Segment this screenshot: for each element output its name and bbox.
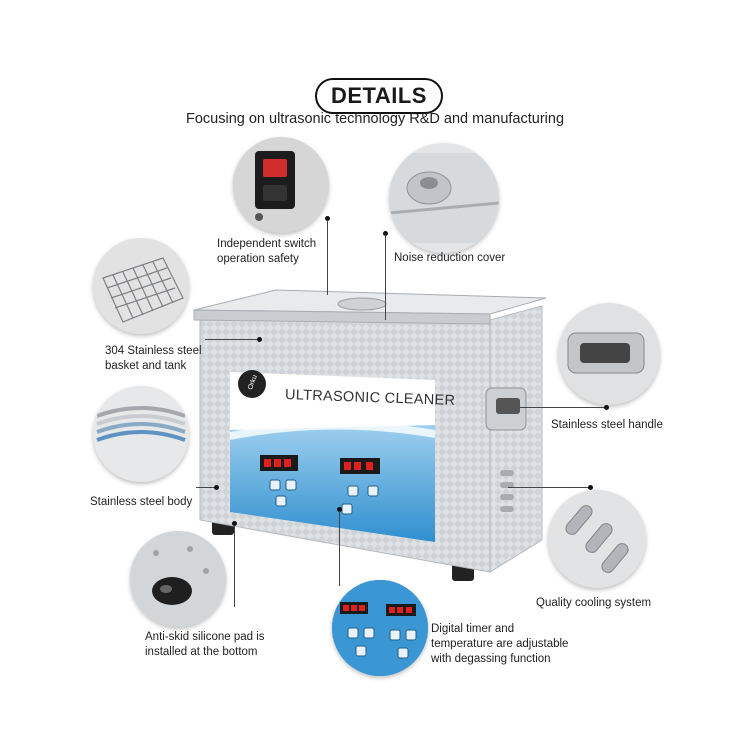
label-timer: Digital timer and temperature are adjust… xyxy=(431,623,569,665)
anti-skid-pad-closeup xyxy=(130,531,226,627)
pad-leader-line xyxy=(234,525,235,607)
label-basket: 304 Stainless steel basket and tank xyxy=(105,345,202,372)
body-pointer-dot xyxy=(214,485,219,490)
label-cooling: Quality cooling system xyxy=(536,597,652,609)
label-pad: Anti-skid silicone pad is installed at t… xyxy=(145,631,265,658)
basket-leader-line xyxy=(205,339,257,340)
ultrasonic-cleaner-image xyxy=(190,280,550,590)
cover-leader-line xyxy=(385,235,386,320)
panel-pointer-dot xyxy=(337,507,342,512)
control-panel-closeup xyxy=(332,580,428,676)
label-cover: Noise reduction cover xyxy=(394,252,506,264)
cooling-leader-line xyxy=(508,487,588,488)
handle-leader-line xyxy=(520,407,604,408)
power-switch-closeup xyxy=(233,137,329,233)
switch-pointer-dot xyxy=(325,216,330,221)
switch-leader-line xyxy=(327,220,328,295)
page-title: DETAILS xyxy=(315,78,443,114)
label-handle: Stainless steel handle xyxy=(551,419,663,431)
cover-pointer-dot xyxy=(383,231,388,236)
noise-cover-closeup xyxy=(389,143,499,253)
steel-body-closeup xyxy=(93,386,189,482)
handle-closeup xyxy=(558,303,660,405)
cooling-vents-closeup xyxy=(548,490,646,588)
panel-leader-line xyxy=(339,511,340,586)
pad-pointer-dot xyxy=(232,521,237,526)
handle-pointer-dot xyxy=(604,405,609,410)
body-leader-line xyxy=(196,487,214,488)
page-subtitle: Focusing on ultrasonic technology R&D an… xyxy=(185,111,565,127)
label-switch: Independent switch operation safety xyxy=(217,238,317,265)
basket-pointer-dot xyxy=(257,337,262,342)
label-body: Stainless steel body xyxy=(90,496,193,508)
basket-closeup xyxy=(93,238,189,334)
cooling-pointer-dot xyxy=(588,485,593,490)
